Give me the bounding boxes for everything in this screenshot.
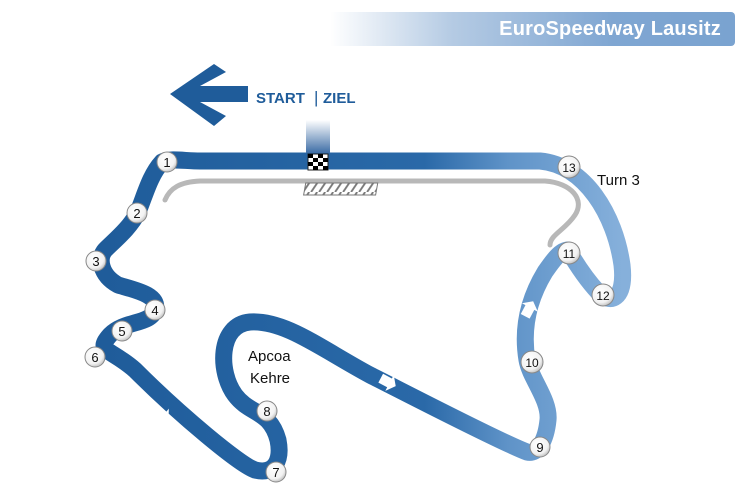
- direction-arrow-icon: [520, 301, 538, 319]
- corner-marker: 9: [529, 436, 551, 458]
- svg-text:10: 10: [525, 356, 539, 370]
- corner-marker: 3: [85, 250, 107, 272]
- svg-text:7: 7: [272, 465, 279, 480]
- svg-text:1: 1: [163, 155, 170, 170]
- svg-text:11: 11: [563, 247, 576, 261]
- direction-arrow-icon: [170, 64, 248, 126]
- direction-arrow-icon: [378, 373, 396, 391]
- apcoa-label: Apcoa: [248, 348, 291, 365]
- corner-marker: 11: [557, 241, 581, 265]
- svg-text:2: 2: [133, 206, 140, 221]
- corner-marker: 4: [144, 299, 166, 321]
- direction-arrow-icon: [152, 405, 169, 423]
- corner-marker: 10: [520, 350, 544, 374]
- svg-text:8: 8: [263, 404, 270, 419]
- svg-text:4: 4: [151, 303, 158, 318]
- pit-lane-marker: [306, 120, 330, 153]
- corner-markers: 1 2 3 4 5 6 7 8 9 10 11 12 13: [84, 151, 615, 483]
- corner-marker: 5: [111, 320, 133, 342]
- corner-marker: 13: [557, 155, 581, 179]
- race-track: [92, 151, 632, 480]
- kehre-label: Kehre: [250, 370, 290, 387]
- svg-text:3: 3: [92, 254, 99, 269]
- finish-label: ZIEL: [323, 90, 356, 107]
- turn3-label: Turn 3: [597, 172, 640, 189]
- corner-marker: 2: [126, 202, 148, 224]
- svg-text:12: 12: [596, 289, 610, 303]
- svg-text:13: 13: [562, 161, 576, 175]
- circuit-title: EuroSpeedway Lausitz: [499, 18, 721, 40]
- grandstand: [303, 182, 379, 196]
- start-label: START: [256, 90, 305, 107]
- corner-marker: 8: [256, 400, 278, 422]
- corner-marker: 6: [84, 346, 106, 368]
- corner-marker: 12: [591, 283, 615, 307]
- start-finish-separator: |: [314, 88, 318, 107]
- corner-marker: 1: [156, 151, 178, 173]
- svg-text:9: 9: [536, 440, 543, 455]
- oval-inner-line: [162, 178, 581, 248]
- corner-marker: 7: [265, 461, 287, 483]
- svg-text:6: 6: [91, 350, 98, 365]
- svg-text:5: 5: [118, 324, 125, 339]
- title-banner: EuroSpeedway Lausitz: [330, 12, 735, 46]
- checkered-flag-icon: [307, 153, 329, 171]
